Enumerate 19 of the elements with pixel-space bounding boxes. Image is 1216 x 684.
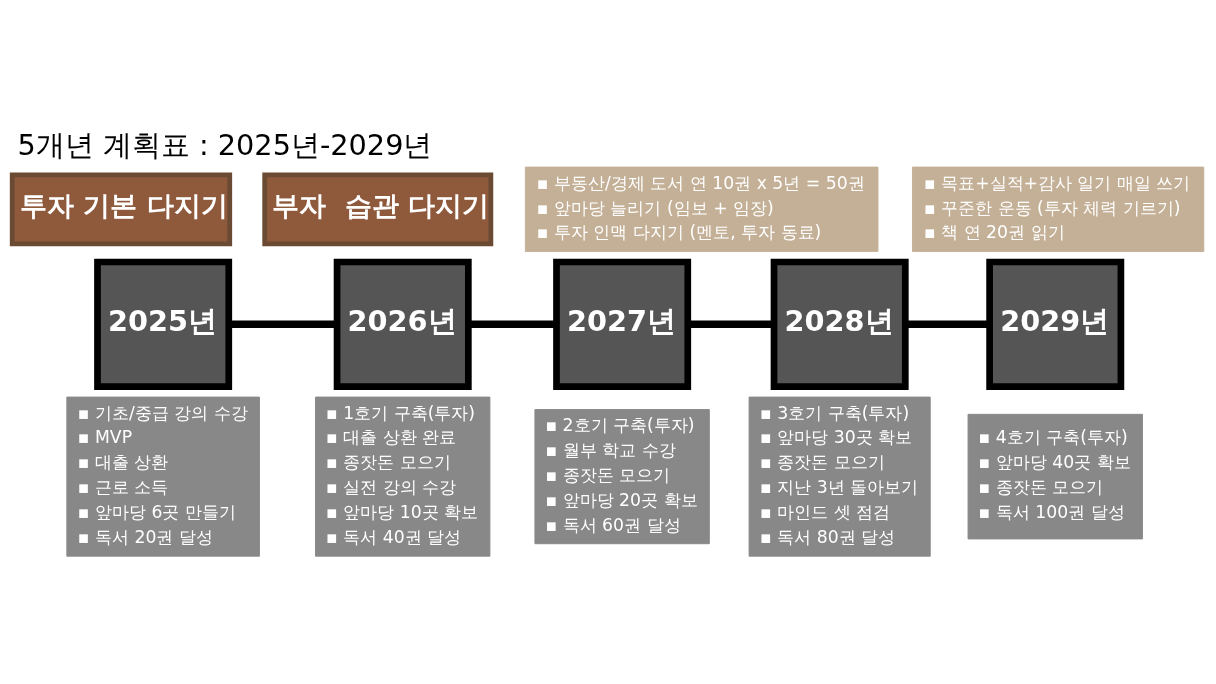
node-box: 2029년 [986,258,1125,390]
diagram-title: 5개년 계획표 : 2025년-2029년 [17,127,433,162]
node-box: ▪ 4호기 구축(투자) ▪ 앞마당 40곳 확보 ▪ 종잣돈 모으기 ▪ 독서 100권 달성 [967,413,1143,540]
node-box: ▪ 3호기 구축(투자) ▪ 앞마당 30곳 확보 ▪ 종잣돈 모으기 ▪ 지난 3년 돌아보기 ▪ 마인드 셋 점검 ▪ 독서 80권 달성 [748,396,931,557]
node-box: ▪ 2호기 구축(투자) ▪ 월부 학교 수강 ▪ 종잣돈 모으기 ▪ 앞마당 20곳 확보 ▪ 독서 60권 달성 [534,409,710,545]
node-box: 2026년 [333,258,472,390]
node-box: 2025년 [94,258,233,390]
node-box: ▪ 목표+실적+감사 일기 매일 쓰기 ▪ 꾸준한 운동 (투자 체력 기르기) ▪ 책 연 20권 읽기 [912,166,1205,252]
node-box: 2027년 [553,258,692,390]
connector [688,320,774,329]
node-box: 투자 기본 다지기 [9,172,233,247]
connector [468,320,557,329]
node-box: 부자 습관 다지기 [262,172,494,247]
node-box: 2028년 [770,258,909,390]
node-box: ▪ 부동산/경제 도서 연 10권 x 5년 = 50권 ▪ 앞마당 늘리기 (임보 + 임장) ▪ 투자 인맥 다지기 (멘토, 투자 동료) [524,166,879,252]
node-box: ▪ 1호기 구축(투자) ▪ 대출 상환 완료 ▪ 종잣돈 모으기 ▪ 실전 강의 수강 ▪ 앞마당 10곳 확보 ▪ 독서 40권 달성 [315,396,491,557]
node-box: ▪ 기초/중급 강의 수강 ▪ MVP ▪ 대출 상환 ▪ 근로 소득 ▪ 앞마당 6곳 만들기 ▪ 독서 20권 달성 [66,396,260,557]
connector [229,320,337,329]
connector [905,320,990,329]
